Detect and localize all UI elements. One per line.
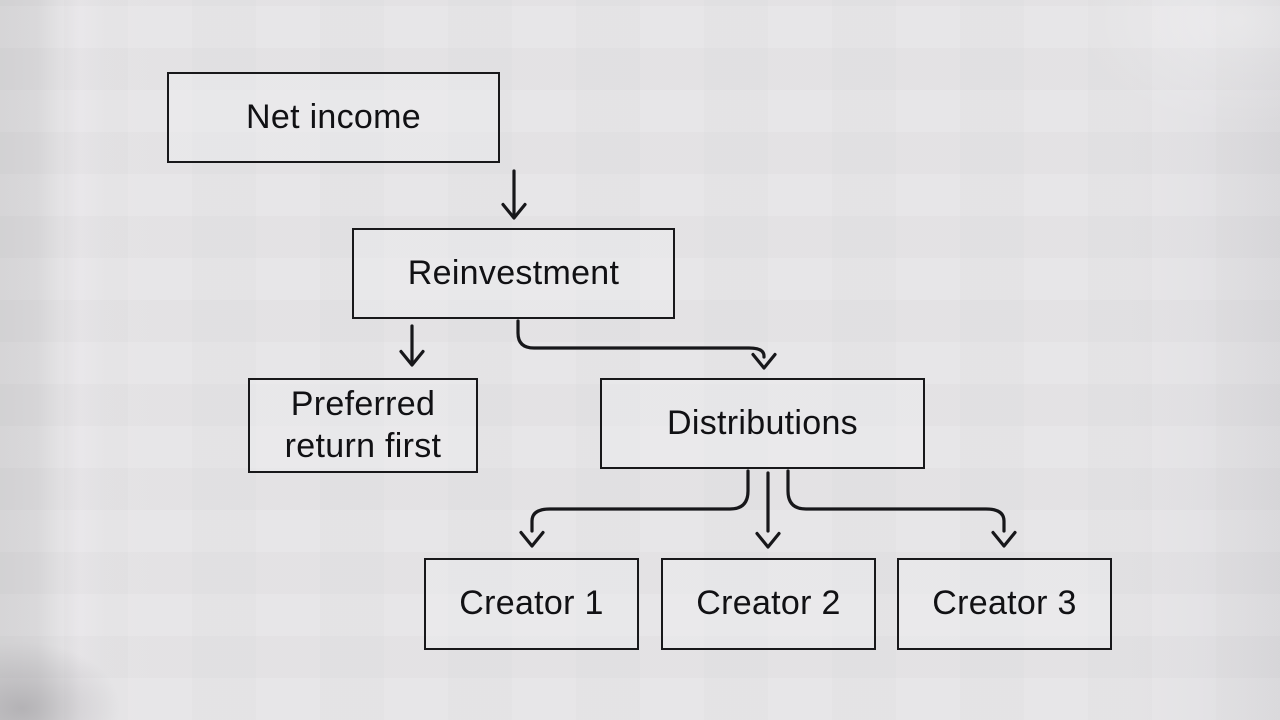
node-distributions: Distributions [600,378,925,469]
node-preferred-return-first: Preferred return first [248,378,478,473]
node-creator-3-label: Creator 3 [932,584,1077,623]
node-reinvestment: Reinvestment [352,228,675,319]
node-distributions-label: Distributions [667,403,858,442]
node-creator-3: Creator 3 [897,558,1112,650]
edge-distributions-to-creator-2 [755,471,781,549]
node-preferred-return-first-label: Preferred return first [284,385,442,465]
edge-reinvestment-to-preferred-return-first [399,324,425,367]
node-net-income: Net income [167,72,500,163]
node-reinvestment-label: Reinvestment [407,253,620,292]
node-net-income-label: Net income [246,97,421,136]
edge-distributions-to-creator-3 [786,469,1017,548]
edge-reinvestment-to-distributions [516,319,777,370]
node-creator-1-label: Creator 1 [459,584,604,623]
node-creator-2-label: Creator 2 [696,584,841,623]
edge-distributions-to-creator-1 [519,469,750,548]
node-creator-1: Creator 1 [424,558,639,650]
node-creator-2: Creator 2 [661,558,876,650]
edge-net-income-to-reinvestment [501,169,527,220]
